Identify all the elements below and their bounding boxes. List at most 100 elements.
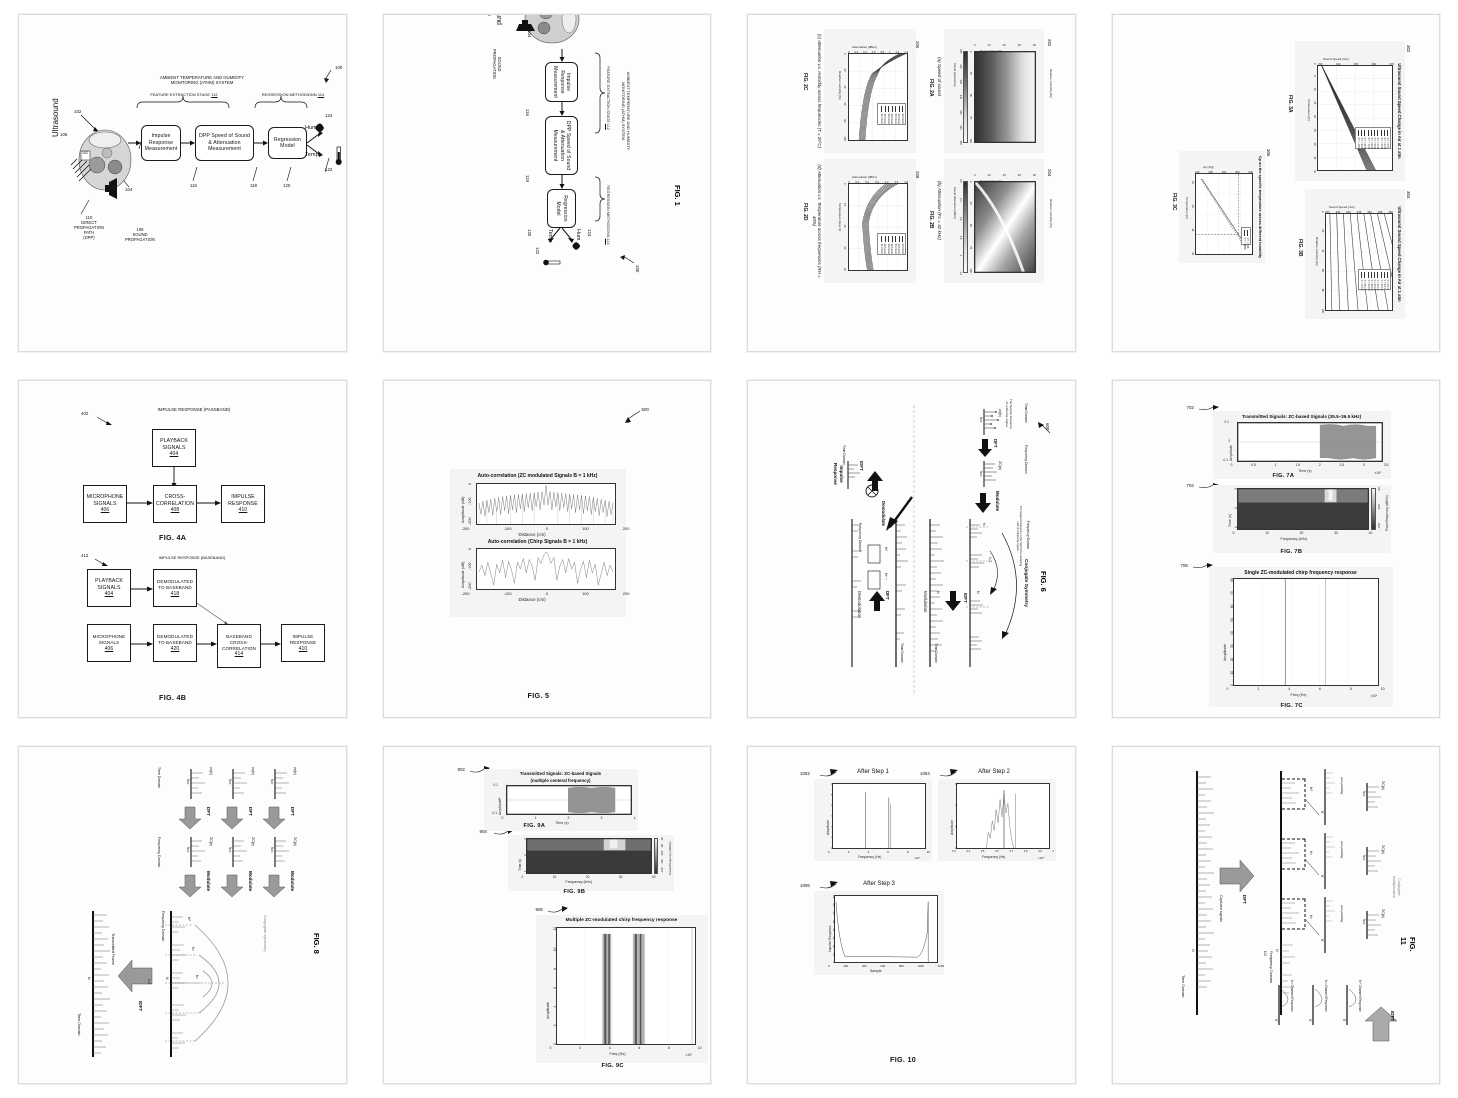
ref-122: 122 [325, 167, 333, 172]
fig2d-caption: FIG. 2D [802, 203, 808, 221]
impulse-response-block[interactable]: Impulse Response Measurement [141, 125, 181, 161]
np-cr-3: N' [1273, 1019, 1278, 1022]
fig3b-xlabel: Relative Humidity [%] [1314, 237, 1319, 266]
microphone-signals-block[interactable]: MICROPHONE SIGNALS 406 [83, 485, 127, 523]
freq-domain-label: Frequency Domain [1268, 951, 1273, 984]
playback-signals-block[interactable]: PLAYBACK SIGNALS 404 [152, 429, 196, 467]
fig10-p2-title: After Step 2 [978, 769, 1010, 775]
fig2c-xlabel: Relative Humidity [%] [838, 71, 842, 100]
fig3b-title: Ultrasound Sound Speed Change in Air at … [1396, 206, 1402, 302]
fig10-p1-plot [832, 783, 926, 849]
conjugate-multiplication-label: Conjugate multiplication [1391, 876, 1401, 898]
ref-500: 500 [641, 407, 649, 412]
idft-label: IDFT [138, 1001, 143, 1012]
ref-902: 902 [457, 767, 465, 772]
block-line-3: Measurement [208, 146, 241, 153]
ref-124: 124 [586, 229, 592, 237]
fig9a-plot [505, 785, 632, 815]
block-line-2: CROSS- [229, 640, 249, 645]
dft-label-2: DFT [885, 591, 890, 600]
regression-method-label: REGRESSION METHOD/DNN 114 [261, 92, 325, 97]
block-line-1: Impulse [151, 133, 171, 140]
fig2c-plot [848, 53, 908, 141]
page-12: ZC[n] ZC[n] ZC[n] Nᴢᴄ Nᴢᴄ Nᴢᴄ zero paddi… [1111, 746, 1440, 1084]
regression-model-block[interactable]: Regression Model [268, 127, 307, 159]
hum-output-label: Hum [305, 125, 317, 131]
ref-104: 104 [526, 30, 532, 38]
zc-freq-1: ZC[n] [1380, 781, 1385, 790]
ref-206: 206 [915, 41, 920, 49]
block-line-2: Model [280, 143, 295, 149]
fig4a-caption: FIG. 4A [159, 533, 187, 542]
zc-freq-label: ZC[n] [998, 461, 1002, 470]
demodulated-to-baseband-block-420[interactable]: DEMODULATED TO BASEBAND 420 [153, 624, 197, 662]
fig9a-title-1: Transmitted Signals: ZC-based Signals [519, 771, 602, 776]
fig7a-ylabel: Amplitude [1228, 445, 1233, 461]
fig7a-caption: FIG. 7A [1272, 473, 1295, 479]
page-6: 500 Auto-correlation (ZC modulated Signa… [382, 380, 711, 718]
nzc-label-2: Nᴢᴄ [979, 471, 983, 477]
fig11-diagram [1195, 769, 1398, 1042]
block-line-1: MICROPHONE [92, 634, 126, 640]
fig2a-ylabel: Temperature [C] [980, 49, 1002, 53]
impulse-response-block[interactable]: Impulse Response Measurement [544, 62, 578, 102]
np-3: N' [1319, 939, 1324, 942]
ultrasound-label: Ultrasound [51, 98, 60, 137]
cross-correlation-block[interactable]: CROSS- CORRELATION 408 [153, 485, 197, 523]
fs2-label: fₛ/2 [147, 979, 151, 985]
dft-2: DFT [248, 807, 253, 816]
zc-time-1: zc[n] [293, 767, 297, 775]
fig2a-colorbar [963, 51, 968, 143]
fig7b-colorbar-label: Power/frequency (dB/Hz) [1384, 495, 1389, 531]
impulse-response-block[interactable]: IMPULSE RESPONSE 410 [281, 624, 325, 662]
fig2d-ylabel: Attenuation [dB/m] [852, 175, 877, 179]
modulate-label: Modulate [995, 491, 1000, 512]
fig7-leaders [1192, 405, 1219, 568]
demodulated-to-baseband-block-418[interactable]: DEMODULATED TO BASEBAND 418 [153, 569, 197, 607]
block-ref: 410 [298, 645, 308, 652]
figure-caption: FIG. 1 [672, 185, 682, 206]
modulate-2: Modulate [248, 871, 253, 892]
page-5: IMPULSE RESPONSE (PASSBAND) 402 PLAYBACK… [18, 380, 347, 718]
playback-signals-block[interactable]: PLAYBACK SIGNALS 404 [87, 569, 131, 607]
nzc-2: Nᴢᴄ [1361, 855, 1366, 861]
block-line-2: CORRELATION [155, 500, 195, 507]
fig5-bottom-xlabel: Distance (cm) [518, 597, 546, 602]
channel-response-3: fᴄ² Channel Response [1289, 980, 1294, 1012]
zc-time-3: zc[n] [209, 767, 213, 775]
dpp-speed-block[interactable]: DPP Speed of Sound & Attenuation Measure… [195, 125, 254, 161]
time-domain-label: Time Domain [157, 767, 161, 789]
nzc-5: Nᴢᴄ [228, 847, 232, 853]
fig8-diagram [92, 769, 289, 1057]
fig4-group: IMPULSE RESPONSE (PASSBAND) 402 PLAYBACK… [19, 381, 346, 717]
regression-model-block[interactable]: Regression Model [546, 189, 576, 228]
block-line-1: DPP Speed of Sound [198, 133, 251, 140]
fig3a-ylabel: Sound Speed [m/s] [1322, 57, 1349, 61]
microphone-signals-block[interactable]: MICROPHONE SIGNALS 406 [87, 624, 131, 662]
block-line-1: Regression [561, 195, 568, 222]
dpp-speed-block[interactable]: DPP Speed of Sound & Attenuation Measure… [544, 116, 578, 175]
fc0-label: fᴄ⁰ [187, 917, 191, 921]
fc2-label: fᴄ² [195, 975, 199, 979]
hum-output-label: Hum [574, 229, 581, 241]
block-line-1: DEMODULATED [157, 579, 193, 585]
ref-904: 904 [479, 829, 487, 834]
fc2-label: fᴄ² [1308, 915, 1313, 919]
impulse-response-block[interactable]: IMPULSE RESPONSE 410 [221, 485, 265, 523]
baseband-cross-correlation-block[interactable]: BASEBAND CROSS- CORRELATION 414 [217, 624, 261, 668]
fig7b-xlabel: Frequency (kHz) [1280, 537, 1308, 541]
block-line-1: BASEBAND [226, 634, 252, 640]
ref-120: 120 [283, 183, 291, 188]
time-domain-label-2: Time Domain [934, 643, 938, 664]
fig3c-ylabel: Cp [J/g] [1202, 165, 1213, 169]
fig10-p1-title: After Step 1 [857, 769, 889, 775]
